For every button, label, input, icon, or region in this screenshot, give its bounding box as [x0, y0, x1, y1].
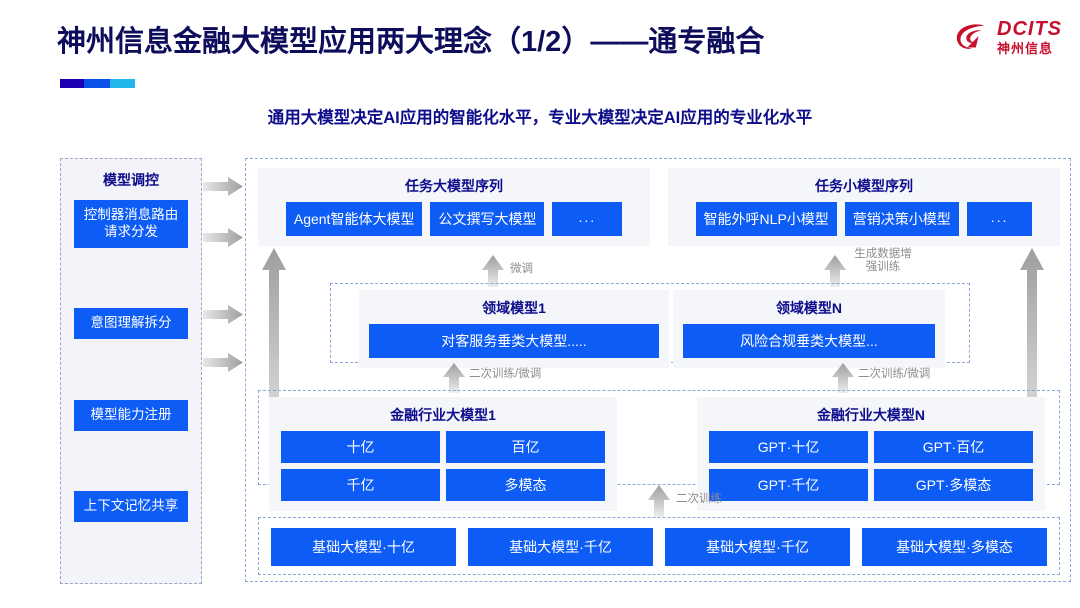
- chip-billion[interactable]: 十亿: [281, 431, 440, 463]
- control-item-router[interactable]: 控制器消息路由请求分发: [74, 200, 188, 248]
- chip-ten-billion[interactable]: 百亿: [446, 431, 605, 463]
- up-arrow-icon-retrain: [648, 485, 670, 517]
- domain-model-1-title: 领域模型1: [482, 300, 546, 316]
- accent-segment-2: [84, 79, 110, 88]
- industry-model-1-title: 金融行业大模型1: [390, 407, 496, 423]
- accent-segment-3: [109, 79, 135, 88]
- page-title: 神州信息金融大模型应用两大理念（1/2）——通专融合: [57, 26, 765, 58]
- industry-model-1-chips: 十亿 百亿 千亿 多模态: [269, 431, 617, 511]
- up-arrow-icon-data-augmentation: [824, 255, 846, 287]
- page-subtitle: 通用大模型决定AI应用的智能化水平，专业大模型决定AI应用的专业化水平: [267, 109, 813, 127]
- chip-multimodal[interactable]: 多模态: [446, 469, 605, 501]
- chip-trillion[interactable]: 千亿: [281, 469, 440, 501]
- control-item-registry[interactable]: 模型能力注册: [74, 399, 188, 431]
- right-arrow-icon-1: [203, 177, 243, 196]
- task-large-model-title: 任务大模型序列: [405, 178, 503, 194]
- accent-segment-1: [60, 79, 84, 88]
- control-item-intent[interactable]: 意图理解拆分: [74, 308, 188, 340]
- right-arrow-icon-3: [203, 305, 243, 324]
- chip-risk-compliance-vertical-model[interactable]: 风险合规垂类大模型...: [683, 324, 935, 358]
- chip-gpt-ten-billion[interactable]: GPT·百亿: [874, 431, 1033, 463]
- up-arrow-icon-finetune: [482, 255, 504, 287]
- control-column-title: 模型调控: [103, 172, 159, 188]
- industry-model-n-title: 金融行业大模型N: [816, 407, 926, 423]
- chip-foundation-billion[interactable]: 基础大模型·十亿: [271, 528, 456, 566]
- arrow-label-finetune: 微调: [510, 263, 533, 275]
- arrow-label-retrain: 二次训练: [676, 493, 722, 505]
- control-item-context[interactable]: 上下文记忆共享: [74, 491, 188, 523]
- up-arrow-icon-retrain-right: [832, 363, 854, 393]
- task-large-model-chips: Agent智能体大模型 公文撰写大模型 ...: [258, 202, 650, 246]
- domain-model-n-panel: 领域模型N 风险合规垂类大模型...: [673, 290, 945, 368]
- task-small-model-panel: 任务小模型序列 智能外呼NLP小模型 营销决策小模型 ...: [668, 168, 1060, 246]
- task-large-model-panel: 任务大模型序列 Agent智能体大模型 公文撰写大模型 ...: [258, 168, 650, 246]
- chip-gpt-trillion[interactable]: GPT·千亿: [709, 469, 868, 501]
- chip-gpt-billion[interactable]: GPT·十亿: [709, 431, 868, 463]
- chip-more-small[interactable]: ...: [966, 202, 1033, 236]
- industry-model-1-panel: 金融行业大模型1 十亿 百亿 千亿 多模态: [269, 397, 617, 511]
- arrow-label-retrain-finetune-right: 二次训练/微调: [858, 368, 931, 380]
- task-small-model-title: 任务小模型序列: [815, 178, 913, 194]
- accent-bar: [60, 79, 135, 88]
- domain-model-1-chips: 对客服务垂类大模型.....: [359, 324, 669, 368]
- chip-document-writing-model[interactable]: 公文撰写大模型: [430, 202, 545, 236]
- up-arrow-icon-retrain-left: [443, 363, 465, 393]
- chip-foundation-trillion-1[interactable]: 基础大模型·千亿: [468, 528, 653, 566]
- domain-models-frame: 领域模型1 对客服务垂类大模型..... 领域模型N 风险合规垂类大模型...: [330, 283, 970, 368]
- domain-model-n-chips: 风险合规垂类大模型...: [673, 324, 945, 368]
- industry-model-n-chips: GPT·十亿 GPT·百亿 GPT·千亿 GPT·多模态: [697, 431, 1045, 511]
- chip-foundation-multimodal[interactable]: 基础大模型·多模态: [862, 528, 1047, 566]
- up-arrow-icon-long-left: [262, 248, 286, 476]
- chip-marketing-decision-model[interactable]: 营销决策小模型: [844, 202, 959, 236]
- industry-models-frame: 金融行业大模型1 十亿 百亿 千亿 多模态 金融行业大模型N GPT·十亿 GP…: [258, 390, 1060, 511]
- chip-agent-model[interactable]: Agent智能体大模型: [285, 202, 423, 236]
- right-arrow-icon-4: [203, 353, 243, 372]
- architecture-diagram: 模型调控 控制器消息路由请求分发 意图理解拆分 模型能力注册 上下文记忆共享 任: [0, 150, 1080, 595]
- domain-model-1-panel: 领域模型1 对客服务垂类大模型.....: [359, 290, 669, 368]
- chip-customer-service-vertical-model[interactable]: 对客服务垂类大模型.....: [369, 324, 659, 358]
- chip-nlp-outbound-model[interactable]: 智能外呼NLP小模型: [695, 202, 837, 236]
- diagram-outer-frame: [245, 158, 1071, 582]
- chip-gpt-multimodal[interactable]: GPT·多模态: [874, 469, 1033, 501]
- industry-model-n-panel: 金融行业大模型N GPT·十亿 GPT·百亿 GPT·千亿 GPT·多模态: [697, 397, 1045, 511]
- right-arrow-icon-2: [203, 228, 243, 247]
- logo-text-en: DCITS: [997, 18, 1062, 40]
- arrow-label-retrain-finetune-left: 二次训练/微调: [469, 368, 542, 380]
- dcits-swirl-icon: [956, 24, 985, 49]
- arrow-label-data-augmentation: 生成数据增强训练: [854, 248, 912, 274]
- company-logo: DCITS 神州信息: [953, 18, 1062, 56]
- up-arrow-icon-long-right: [1020, 248, 1044, 476]
- chip-more-large[interactable]: ...: [552, 202, 623, 236]
- domain-model-n-title: 领域模型N: [775, 300, 843, 316]
- foundation-models-frame: 基础大模型·十亿 基础大模型·千亿 基础大模型·千亿 基础大模型·多模态: [258, 517, 1060, 575]
- control-column: 模型调控 控制器消息路由请求分发 意图理解拆分 模型能力注册 上下文记忆共享: [60, 158, 202, 584]
- chip-foundation-trillion-2[interactable]: 基础大模型·千亿: [665, 528, 850, 566]
- logo-text-cn: 神州信息: [997, 41, 1054, 56]
- foundation-models-row: 基础大模型·十亿 基础大模型·千亿 基础大模型·千亿 基础大模型·多模态: [259, 518, 1059, 576]
- task-small-model-chips: 智能外呼NLP小模型 营销决策小模型 ...: [668, 202, 1060, 246]
